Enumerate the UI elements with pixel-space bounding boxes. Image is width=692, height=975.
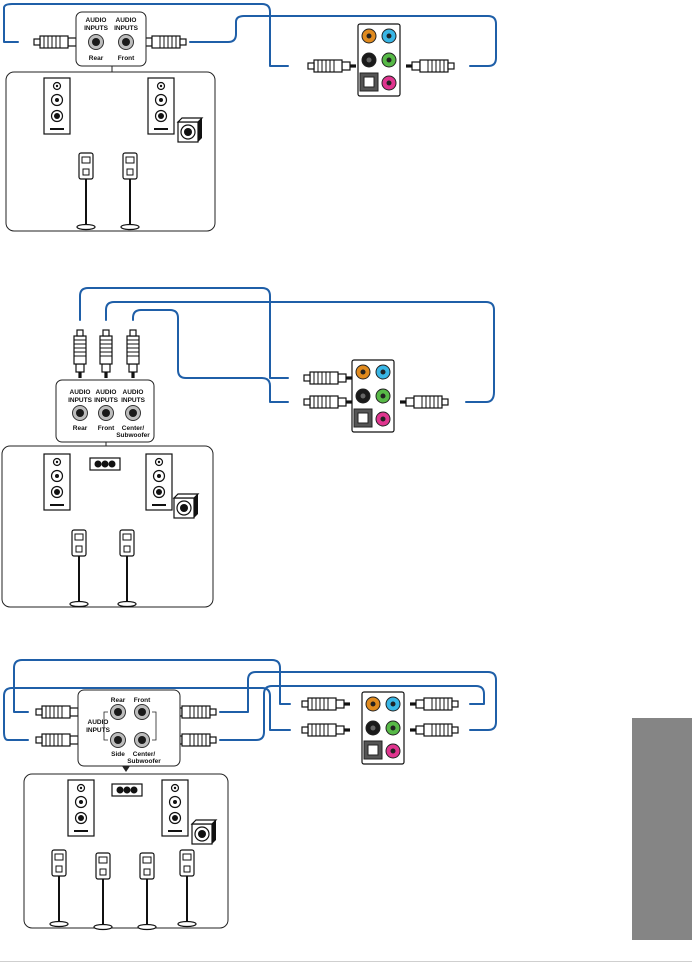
audio-inputs-label: AUDIO — [88, 719, 109, 726]
cable-center-3 — [219, 685, 485, 741]
rear-label: Rear — [73, 425, 88, 432]
audio-inputs-box — [75, 11, 147, 67]
audio-jack-icon — [110, 732, 126, 748]
plug-icon — [410, 724, 458, 736]
diagram-8-channel: Rear Front AUDIO INPUTS Side Center/ Sub… — [3, 659, 497, 931]
front-label: Front — [98, 425, 115, 432]
footer-divider — [0, 961, 692, 962]
subwoofer-icon — [191, 819, 217, 845]
cable-rear-3 — [13, 659, 291, 713]
plug-icon — [303, 395, 353, 409]
audio-inputs-label: INPUTS — [86, 727, 111, 734]
center-speaker-icon — [111, 783, 143, 797]
plug-icon — [400, 396, 448, 408]
plug-icon — [35, 705, 85, 719]
audio-inputs-label: AUDIO — [123, 389, 144, 396]
audio-inputs-label: INPUTS — [121, 397, 146, 404]
plug-icon — [406, 60, 454, 72]
speaker-icon — [67, 779, 95, 837]
audio-jack-icon — [110, 704, 126, 720]
audio-jack-icon — [134, 732, 150, 748]
audio-jack-icon — [88, 34, 104, 50]
speaker-icon — [43, 453, 71, 511]
audio-inputs-label: AUDIO — [116, 17, 137, 24]
cable-front-3 — [219, 671, 497, 731]
audio-jack-icon — [98, 405, 114, 421]
subwoofer-icon — [177, 117, 203, 143]
plug-icon — [74, 330, 86, 378]
audio-inputs-label: INPUTS — [84, 25, 109, 32]
plug-icon — [307, 59, 357, 73]
front-label: Front — [118, 55, 135, 62]
speaker-icon — [145, 453, 173, 511]
speaker-box — [5, 71, 216, 232]
plug-icon — [100, 330, 112, 378]
audio-inputs-label: AUDIO — [86, 17, 107, 24]
diagram-6-channel: AUDIO INPUTS AUDIO INPUTS AUDIO INPUTS R… — [1, 287, 495, 608]
io-panel — [357, 23, 401, 97]
center-speaker-icon — [89, 457, 121, 471]
plug-icon — [301, 697, 351, 711]
center-subwoofer-label: Subwoofer — [116, 432, 150, 439]
speaker-icon — [161, 779, 189, 837]
audio-inputs-label: AUDIO — [96, 389, 117, 396]
audio-jack-icon — [125, 405, 141, 421]
plug-icon — [127, 330, 139, 378]
plug-icon — [303, 371, 353, 385]
audio-jack-icon — [72, 405, 88, 421]
audio-jack-icon — [118, 34, 134, 50]
rear-label: Rear — [89, 55, 104, 62]
audio-jack-icon — [134, 704, 150, 720]
cable-rear-2 — [79, 287, 289, 379]
plug-icon — [301, 723, 351, 737]
side-label: Side — [111, 751, 125, 758]
audio-inputs-label: AUDIO — [70, 389, 91, 396]
io-panel — [361, 691, 405, 765]
audio-inputs-label: INPUTS — [68, 397, 93, 404]
plug-icon — [35, 733, 85, 747]
cable-rear-1 — [3, 3, 289, 67]
plug-icon — [33, 35, 83, 49]
cable-side-3 — [3, 687, 291, 741]
rear-label: Rear — [111, 697, 126, 704]
cable-front-1 — [189, 15, 497, 67]
plug-icon — [410, 698, 458, 710]
speaker-icon — [147, 77, 175, 135]
audio-inputs-label: INPUTS — [114, 25, 139, 32]
io-panel — [351, 359, 395, 433]
audio-inputs-label: INPUTS — [94, 397, 119, 404]
cable-front-2 — [105, 301, 495, 403]
center-subwoofer-label: Center/ — [122, 425, 145, 432]
speaker-icon — [43, 77, 71, 135]
front-label: Front — [134, 697, 151, 704]
chapter-side-tab — [632, 718, 692, 940]
center-subwoofer-label: Subwoofer — [127, 758, 161, 765]
subwoofer-icon — [173, 493, 199, 519]
center-subwoofer-label: Center/ — [133, 751, 156, 758]
cable-center-2 — [132, 309, 289, 403]
diagram-4-channel: AUDIO INPUTS AUDIO INPUTS Rear Front — [3, 3, 497, 232]
